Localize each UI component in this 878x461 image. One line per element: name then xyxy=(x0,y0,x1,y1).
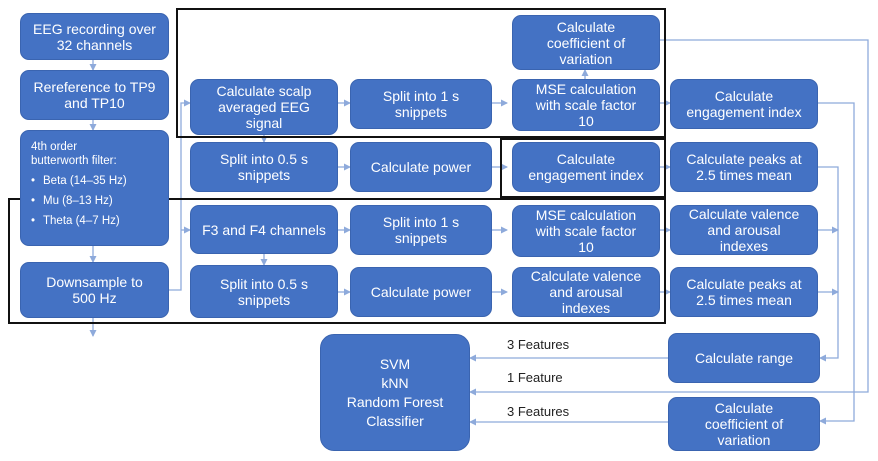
one-feature-label: 1 Feature xyxy=(507,370,563,385)
valence-arousal-node-mid: Calculate valence and arousal indexes xyxy=(512,267,660,317)
coefficient-variation-node-top: Calculate coefficient of variation xyxy=(512,15,660,70)
split-half-second-node-1: Split into 0.5 s snippets xyxy=(190,142,338,192)
filter-band-list: Beta (14–35 Hz) Mu (8–13 Hz) Theta (4–7 … xyxy=(31,174,160,228)
group-frame-top xyxy=(176,8,666,138)
downsample-node: Downsample to 500 Hz xyxy=(20,262,169,318)
engagement-index-node-mid: Calculate engagement index xyxy=(512,142,660,192)
engagement-index-node-right: Calculate engagement index xyxy=(670,79,818,129)
classifier-knn: kNN xyxy=(381,374,409,391)
valence-arousal-node-right: Calculate valence and arousal indexes xyxy=(670,205,818,255)
mse-node-top: MSE calculation with scale factor 10 xyxy=(512,79,660,131)
mse-node-mid: MSE calculation with scale factor 10 xyxy=(512,205,660,257)
three-features-label-bottom: 3 Features xyxy=(507,404,570,419)
f3-f4-channels-node: F3 and F4 channels xyxy=(190,205,338,254)
split-one-second-node-top: Split into 1 s snippets xyxy=(350,79,492,129)
group-frame-mid xyxy=(500,138,666,198)
peaks-node-2: Calculate peaks at 2.5 times mean xyxy=(670,267,818,317)
classifier-node: SVM kNN Random Forest Classifier xyxy=(320,334,470,451)
scalp-average-node: Calculate scalp averaged EEG signal xyxy=(190,79,338,135)
filter-band-beta: Beta (14–35 Hz) xyxy=(31,174,160,188)
rereference-node: Rereference to TP9 and TP10 xyxy=(20,70,169,120)
classifier-random-forest: Random Forest xyxy=(346,393,444,410)
classifier-svm: SVM xyxy=(379,355,411,372)
edge-peaks1-rail xyxy=(818,166,839,362)
filter-title: 4th order butterworth filter: xyxy=(31,141,117,167)
edge-engagement-rail xyxy=(818,102,855,425)
filter-band-theta: Theta (4–7 Hz) xyxy=(31,214,160,228)
edge-downsample-branch-top xyxy=(169,99,191,291)
calculate-power-node-1: Calculate power xyxy=(350,142,492,192)
three-features-label-top: 3 Features xyxy=(507,337,570,352)
edge-cov-top-rail xyxy=(469,39,869,396)
calculate-range-node: Calculate range xyxy=(668,333,820,383)
peaks-node-1: Calculate peaks at 2.5 times mean xyxy=(670,142,818,192)
calculate-power-node-2: Calculate power xyxy=(350,267,492,317)
butterworth-filter-node: 4th order butterworth filter: Beta (14–3… xyxy=(20,130,169,246)
coefficient-variation-node-bottom: Calculate coefficient of variation xyxy=(668,397,820,451)
eeg-recording-node: EEG recording over 32 channels xyxy=(20,13,169,60)
classifier-label: Classifier xyxy=(366,412,424,429)
filter-band-mu: Mu (8–13 Hz) xyxy=(31,194,160,208)
split-half-second-node-2: Split into 0.5 s snippets xyxy=(190,265,338,318)
split-one-second-node-mid: Split into 1 s snippets xyxy=(350,205,492,255)
group-frame-bottom xyxy=(8,198,666,324)
